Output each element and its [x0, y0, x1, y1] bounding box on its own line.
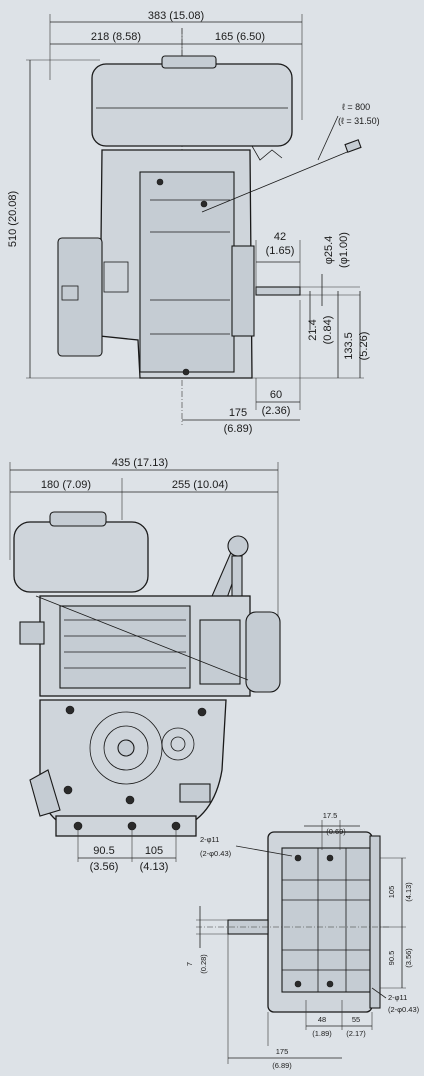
bolt-left-in: (3.56) [90, 861, 119, 873]
side-view: 435 (17.13) 180 (7.09) 255 (10.04) [9, 457, 281, 873]
spacing-105-mm: 105 [387, 886, 396, 899]
base-view: 17.5 (0.69) 2-φ11 (2-φ0.43) 105 (4.13) 9… [185, 811, 420, 1070]
hole-top: 2-φ11 [200, 835, 219, 844]
base-mm: 175 [229, 407, 247, 419]
cable-length-mm: ℓ = 800 [342, 102, 370, 112]
shaft-length-mm: 42 [274, 231, 286, 243]
shaft-dia-mm: φ25.4 [323, 236, 335, 265]
right-width-label: 165 (6.50) [215, 31, 265, 43]
offset-in: (2.36) [262, 405, 291, 417]
shaft-height-mm: 133.5 [343, 332, 355, 360]
spacing-905-mm: 90.5 [387, 951, 396, 966]
left-width-label: 218 (8.58) [91, 31, 141, 43]
spacing-105-in: (4.13) [404, 882, 413, 902]
shaft-height-in: (5.26) [358, 332, 370, 361]
w55-mm: 55 [352, 1015, 360, 1024]
key-width-mm: 7 [185, 962, 194, 966]
w55-in: (2.17) [346, 1029, 366, 1038]
key-mm: 21.4 [307, 319, 319, 340]
side-right-label: 255 (10.04) [172, 479, 228, 491]
w48-in: (1.89) [312, 1029, 332, 1038]
spacing-905-in: (3.56) [404, 948, 413, 968]
top-offset-mm: 17.5 [323, 811, 338, 820]
hole-top-in: (2-φ0.43) [200, 849, 232, 858]
front-view: 383 (15.08) 218 (8.58) 165 (6.50) 510 (2… [7, 10, 380, 435]
cable-length-in: (ℓ = 31.50) [338, 116, 380, 126]
key-in: (0.84) [322, 316, 334, 345]
bolt-left-mm: 90.5 [93, 845, 114, 857]
overall-width-label: 383 (15.08) [148, 10, 204, 22]
side-left-label: 180 (7.09) [41, 479, 91, 491]
length-mm: 175 [276, 1047, 289, 1056]
w48-mm: 48 [318, 1015, 326, 1024]
bolt-right-in: (4.13) [140, 861, 169, 873]
shaft-dia-in: (φ1.00) [338, 232, 350, 268]
key-width-in: (0.28) [199, 954, 208, 974]
shaft-length-in: (1.65) [266, 245, 295, 257]
hole-bottom: 2-φ11 [388, 993, 407, 1002]
bolt-right-mm: 105 [145, 845, 163, 857]
base-in: (6.89) [224, 423, 253, 435]
top-offset-in: (0.69) [326, 827, 346, 836]
side-overall-label: 435 (17.13) [112, 457, 168, 469]
height-label: 510 (20.08) [7, 191, 19, 247]
hole-bottom-in: (2-φ0.43) [388, 1005, 420, 1014]
length-in: (6.89) [272, 1061, 292, 1070]
offset-mm: 60 [270, 389, 282, 401]
